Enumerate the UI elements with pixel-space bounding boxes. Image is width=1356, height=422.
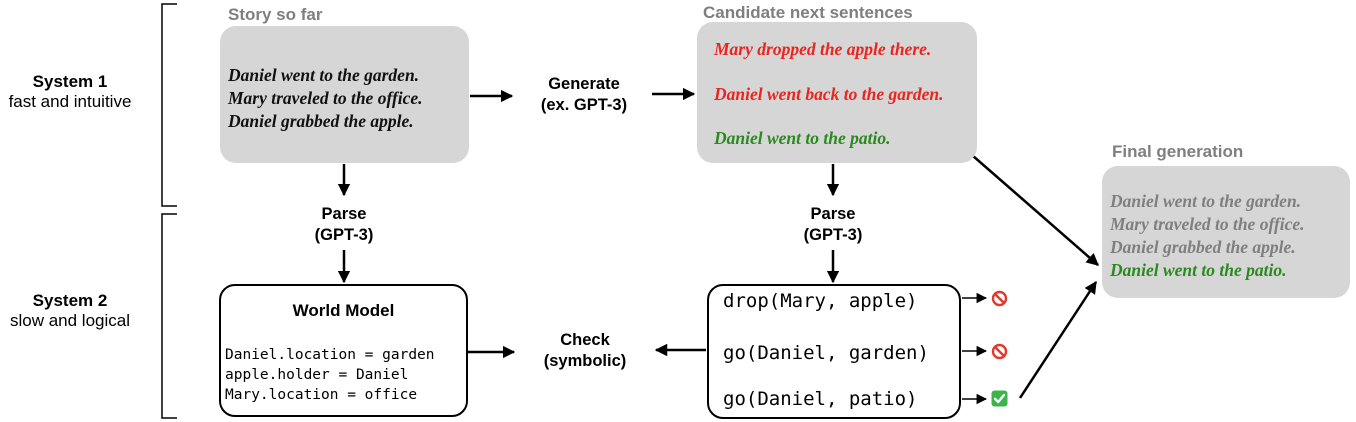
parse-right-label: Parse (GPT-3)	[779, 204, 887, 246]
system2-label: System 2 slow and logical	[0, 291, 140, 331]
world-model-lines: Daniel.location = garden apple.holder = …	[225, 345, 435, 405]
parsed-item-1: drop(Mary, apple)	[723, 290, 918, 312]
story-line: Daniel went to the garden.	[228, 65, 420, 85]
system1-subtitle: fast and intuitive	[8, 92, 132, 111]
story-box: Daniel went to the garden. Mary traveled…	[220, 26, 469, 163]
generate-line2: (ex. GPT-3)	[540, 96, 628, 114]
final-line-1: Daniel went to the garden.	[1110, 191, 1302, 211]
system2-subtitle: slow and logical	[9, 311, 130, 330]
check-mark-icon	[991, 390, 1008, 407]
check-line1: Check	[560, 331, 610, 349]
prohibited-icon	[991, 343, 1008, 360]
story-line: Daniel grabbed the apple.	[228, 111, 414, 131]
final-line-2: Mary traveled to the office.	[1110, 214, 1305, 234]
check-label: Check (symbolic)	[525, 330, 645, 372]
system2-title: System 2	[32, 291, 108, 310]
parsed-item-3: go(Daniel, patio)	[723, 388, 918, 410]
parse-left-line1: Parse	[321, 205, 367, 223]
world-model-line: Daniel.location = garden	[225, 347, 435, 363]
check-line2: (symbolic)	[543, 352, 627, 370]
candidates-box: Mary dropped the apple there. Daniel wen…	[697, 22, 977, 163]
world-model-box: World Model Daniel.location = garden app…	[219, 284, 468, 417]
candidate-1: Mary dropped the apple there.	[714, 39, 932, 59]
parse-left-line2: (GPT-3)	[314, 226, 374, 244]
parse-right-line1: Parse	[810, 205, 856, 223]
system1-title: System 1	[32, 72, 108, 91]
parse-left-label: Parse (GPT-3)	[290, 204, 398, 246]
system1-label: System 1 fast and intuitive	[0, 72, 140, 112]
system1-bracket	[161, 3, 177, 207]
story-lines: Daniel went to the garden. Mary traveled…	[228, 64, 423, 133]
final-heading: Final generation	[1112, 142, 1244, 161]
system2-bracket	[161, 213, 177, 419]
generate-label: Generate (ex. GPT-3)	[522, 74, 646, 116]
parsed-box: drop(Mary, apple) go(Daniel, garden) go(…	[707, 284, 961, 419]
arrow-check-to-final	[1018, 280, 1098, 399]
candidate-3: Daniel went to the patio.	[714, 128, 891, 148]
story-line: Mary traveled to the office.	[228, 88, 423, 108]
story-heading: Story so far	[228, 5, 323, 24]
candidates-heading: Candidate next sentences	[703, 3, 913, 22]
candidate-2: Daniel went back to the garden.	[714, 84, 944, 104]
prohibited-icon	[991, 290, 1008, 307]
final-box: Daniel went to the garden. Mary traveled…	[1102, 166, 1350, 298]
world-model-line: apple.holder = Daniel	[225, 367, 409, 383]
final-line-3: Daniel grabbed the apple.	[1110, 237, 1296, 257]
parse-right-line2: (GPT-3)	[803, 226, 863, 244]
parsed-item-2: go(Daniel, garden)	[723, 342, 929, 364]
world-model-title: World Model	[292, 301, 395, 320]
arrow-candidate-to-final	[956, 141, 1099, 266]
generate-line1: Generate	[548, 75, 620, 93]
final-line-4: Daniel went to the patio.	[1110, 260, 1287, 280]
world-model-line: Mary.location = office	[225, 387, 418, 403]
